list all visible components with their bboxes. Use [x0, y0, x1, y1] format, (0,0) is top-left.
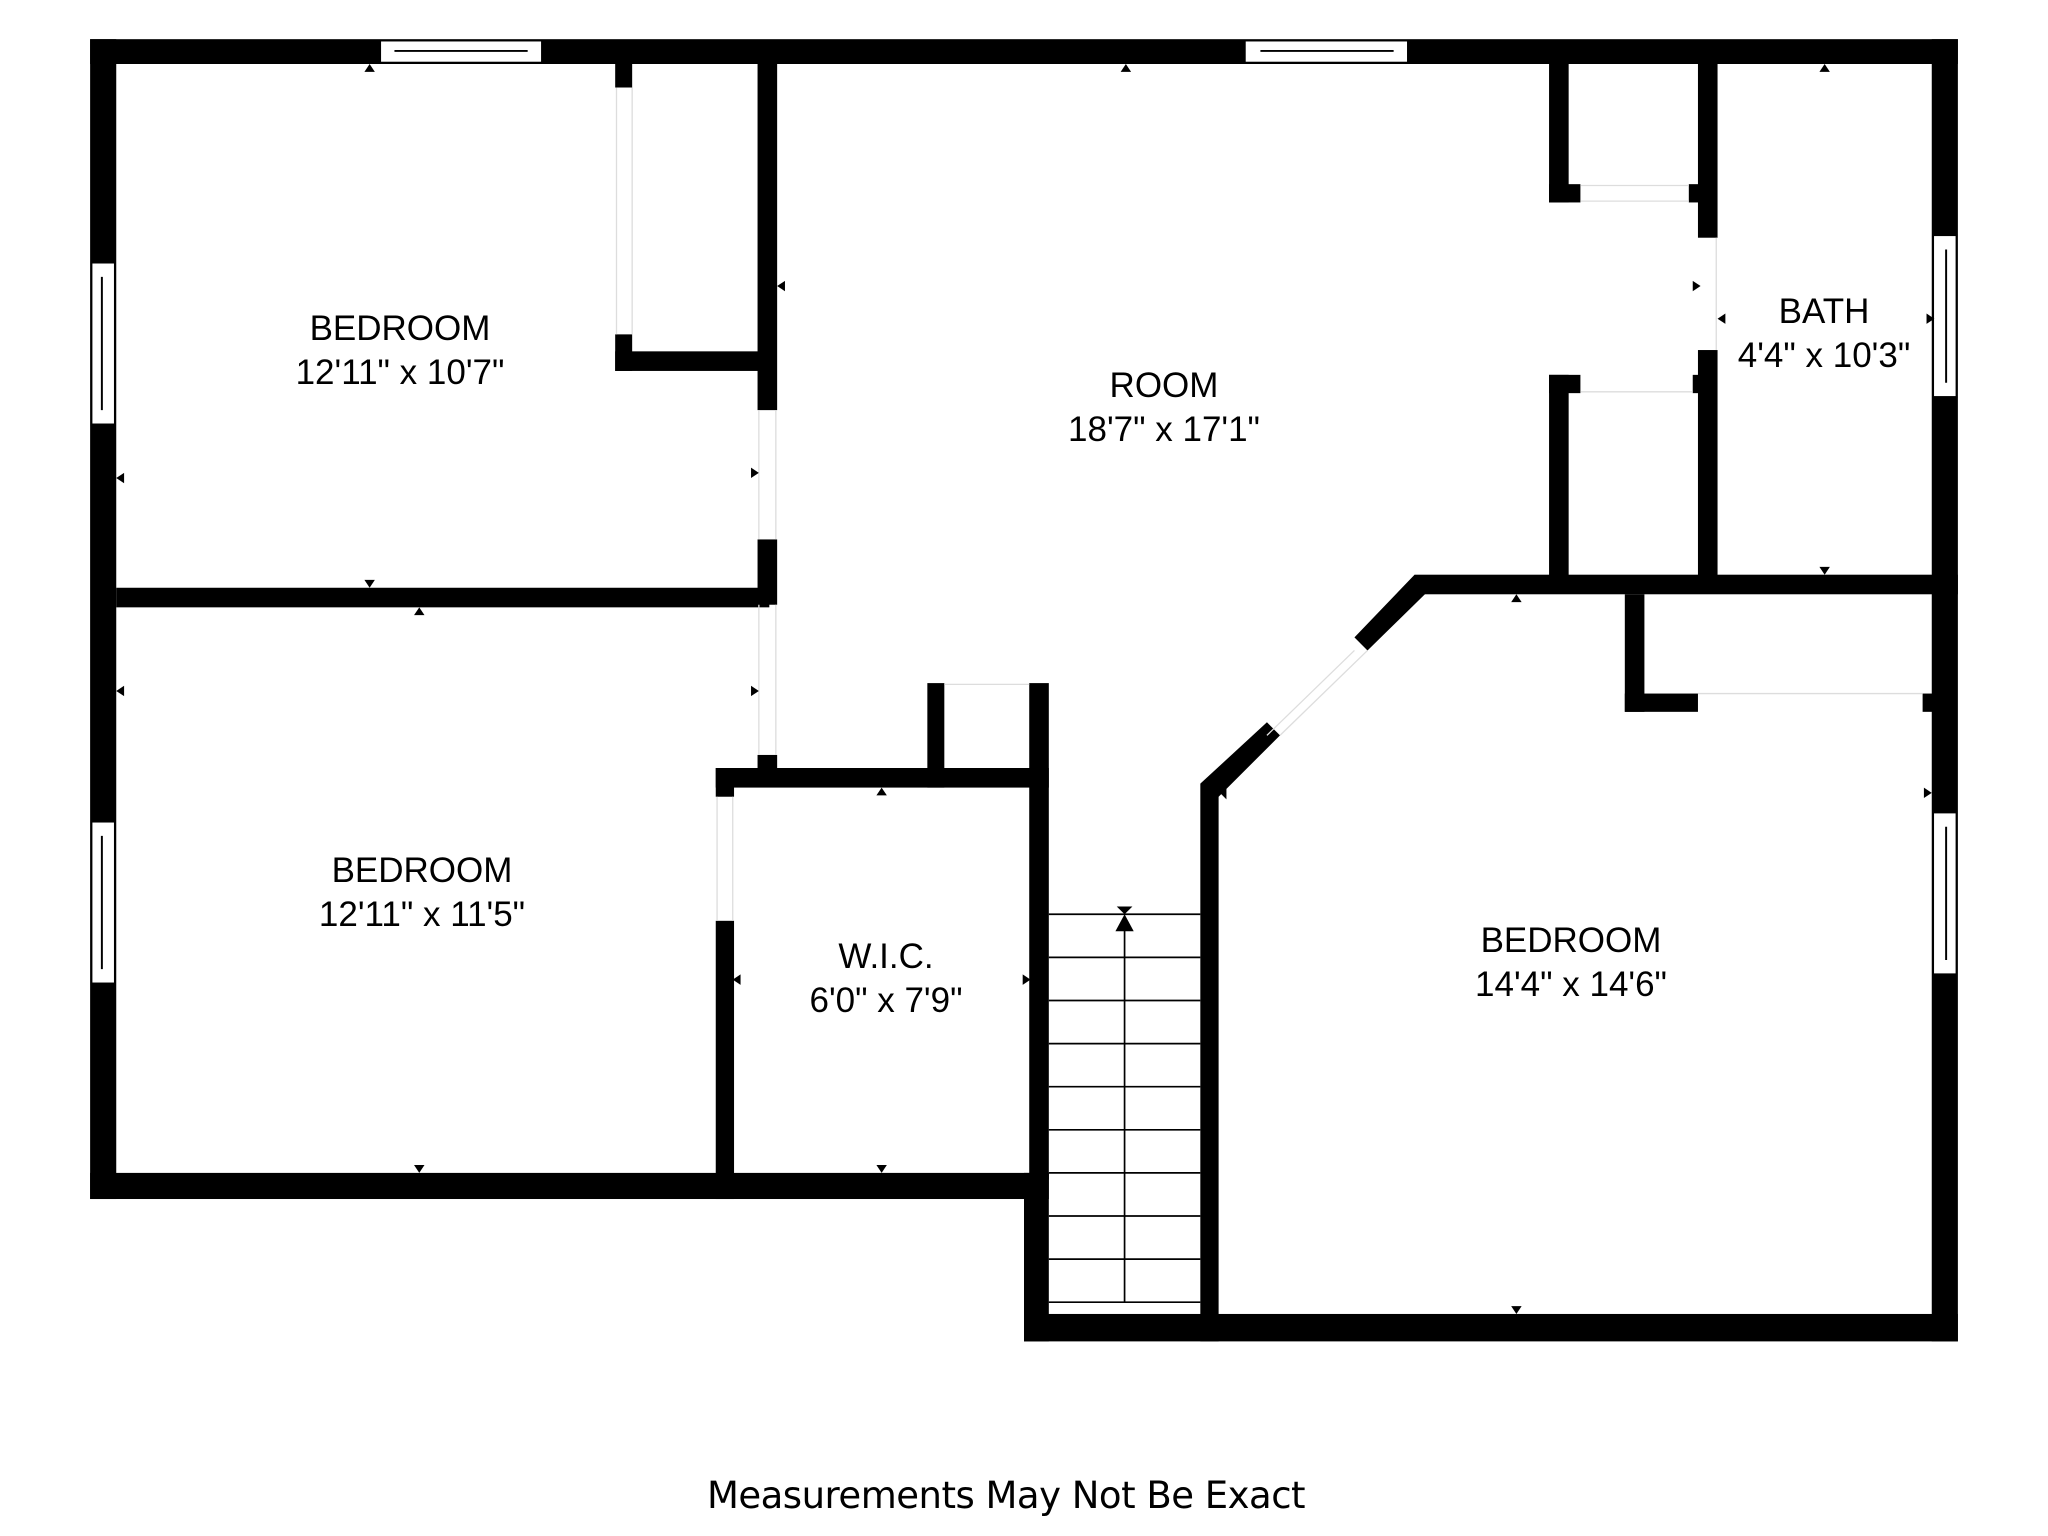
- room-name: BATH: [1778, 292, 1870, 331]
- stairs: [1048, 913, 1201, 1304]
- room-dimensions: 6'0" x 7'9": [809, 981, 963, 1020]
- room-label-bedroom-1: BEDROOM 12'11" x 10'7": [296, 307, 505, 395]
- stair-arrow-icon: [1115, 914, 1134, 932]
- room-dimensions: 12'11" x 11'5": [318, 895, 526, 934]
- walls: [90, 39, 1958, 1342]
- room-name: BEDROOM: [1480, 921, 1662, 960]
- room-name: BEDROOM: [309, 309, 491, 348]
- room-dimensions: 18'7" x 17'1": [1068, 410, 1260, 449]
- room-name: ROOM: [1109, 366, 1219, 405]
- room-dimensions: 14'4" x 14'6": [1475, 965, 1667, 1004]
- room-label-bedroom-3: BEDROOM 14'4" x 14'6": [1475, 919, 1667, 1007]
- door-openings: [615, 87, 1923, 921]
- room-name: W.I.C.: [838, 937, 934, 976]
- room-label-room: ROOM 18'7" x 17'1": [1068, 364, 1260, 452]
- room-label-wic: W.I.C. 6'0" x 7'9": [809, 935, 962, 1023]
- room-dimensions: 4'4" x 10'3": [1737, 336, 1911, 375]
- windows: [90, 39, 1958, 985]
- room-label-bedroom-2: BEDROOM 12'11" x 11'5": [319, 849, 525, 937]
- measurement-disclaimer: Measurements May Not Be Exact: [706, 1474, 1306, 1517]
- dimension-markers: [116, 64, 1935, 1314]
- stair-arrow-stop-icon: [1116, 906, 1133, 915]
- room-name: BEDROOM: [331, 851, 513, 890]
- room-label-bath: BATH 4'4" x 10'3": [1738, 290, 1911, 378]
- room-dimensions: 12'11" x 10'7": [295, 353, 505, 392]
